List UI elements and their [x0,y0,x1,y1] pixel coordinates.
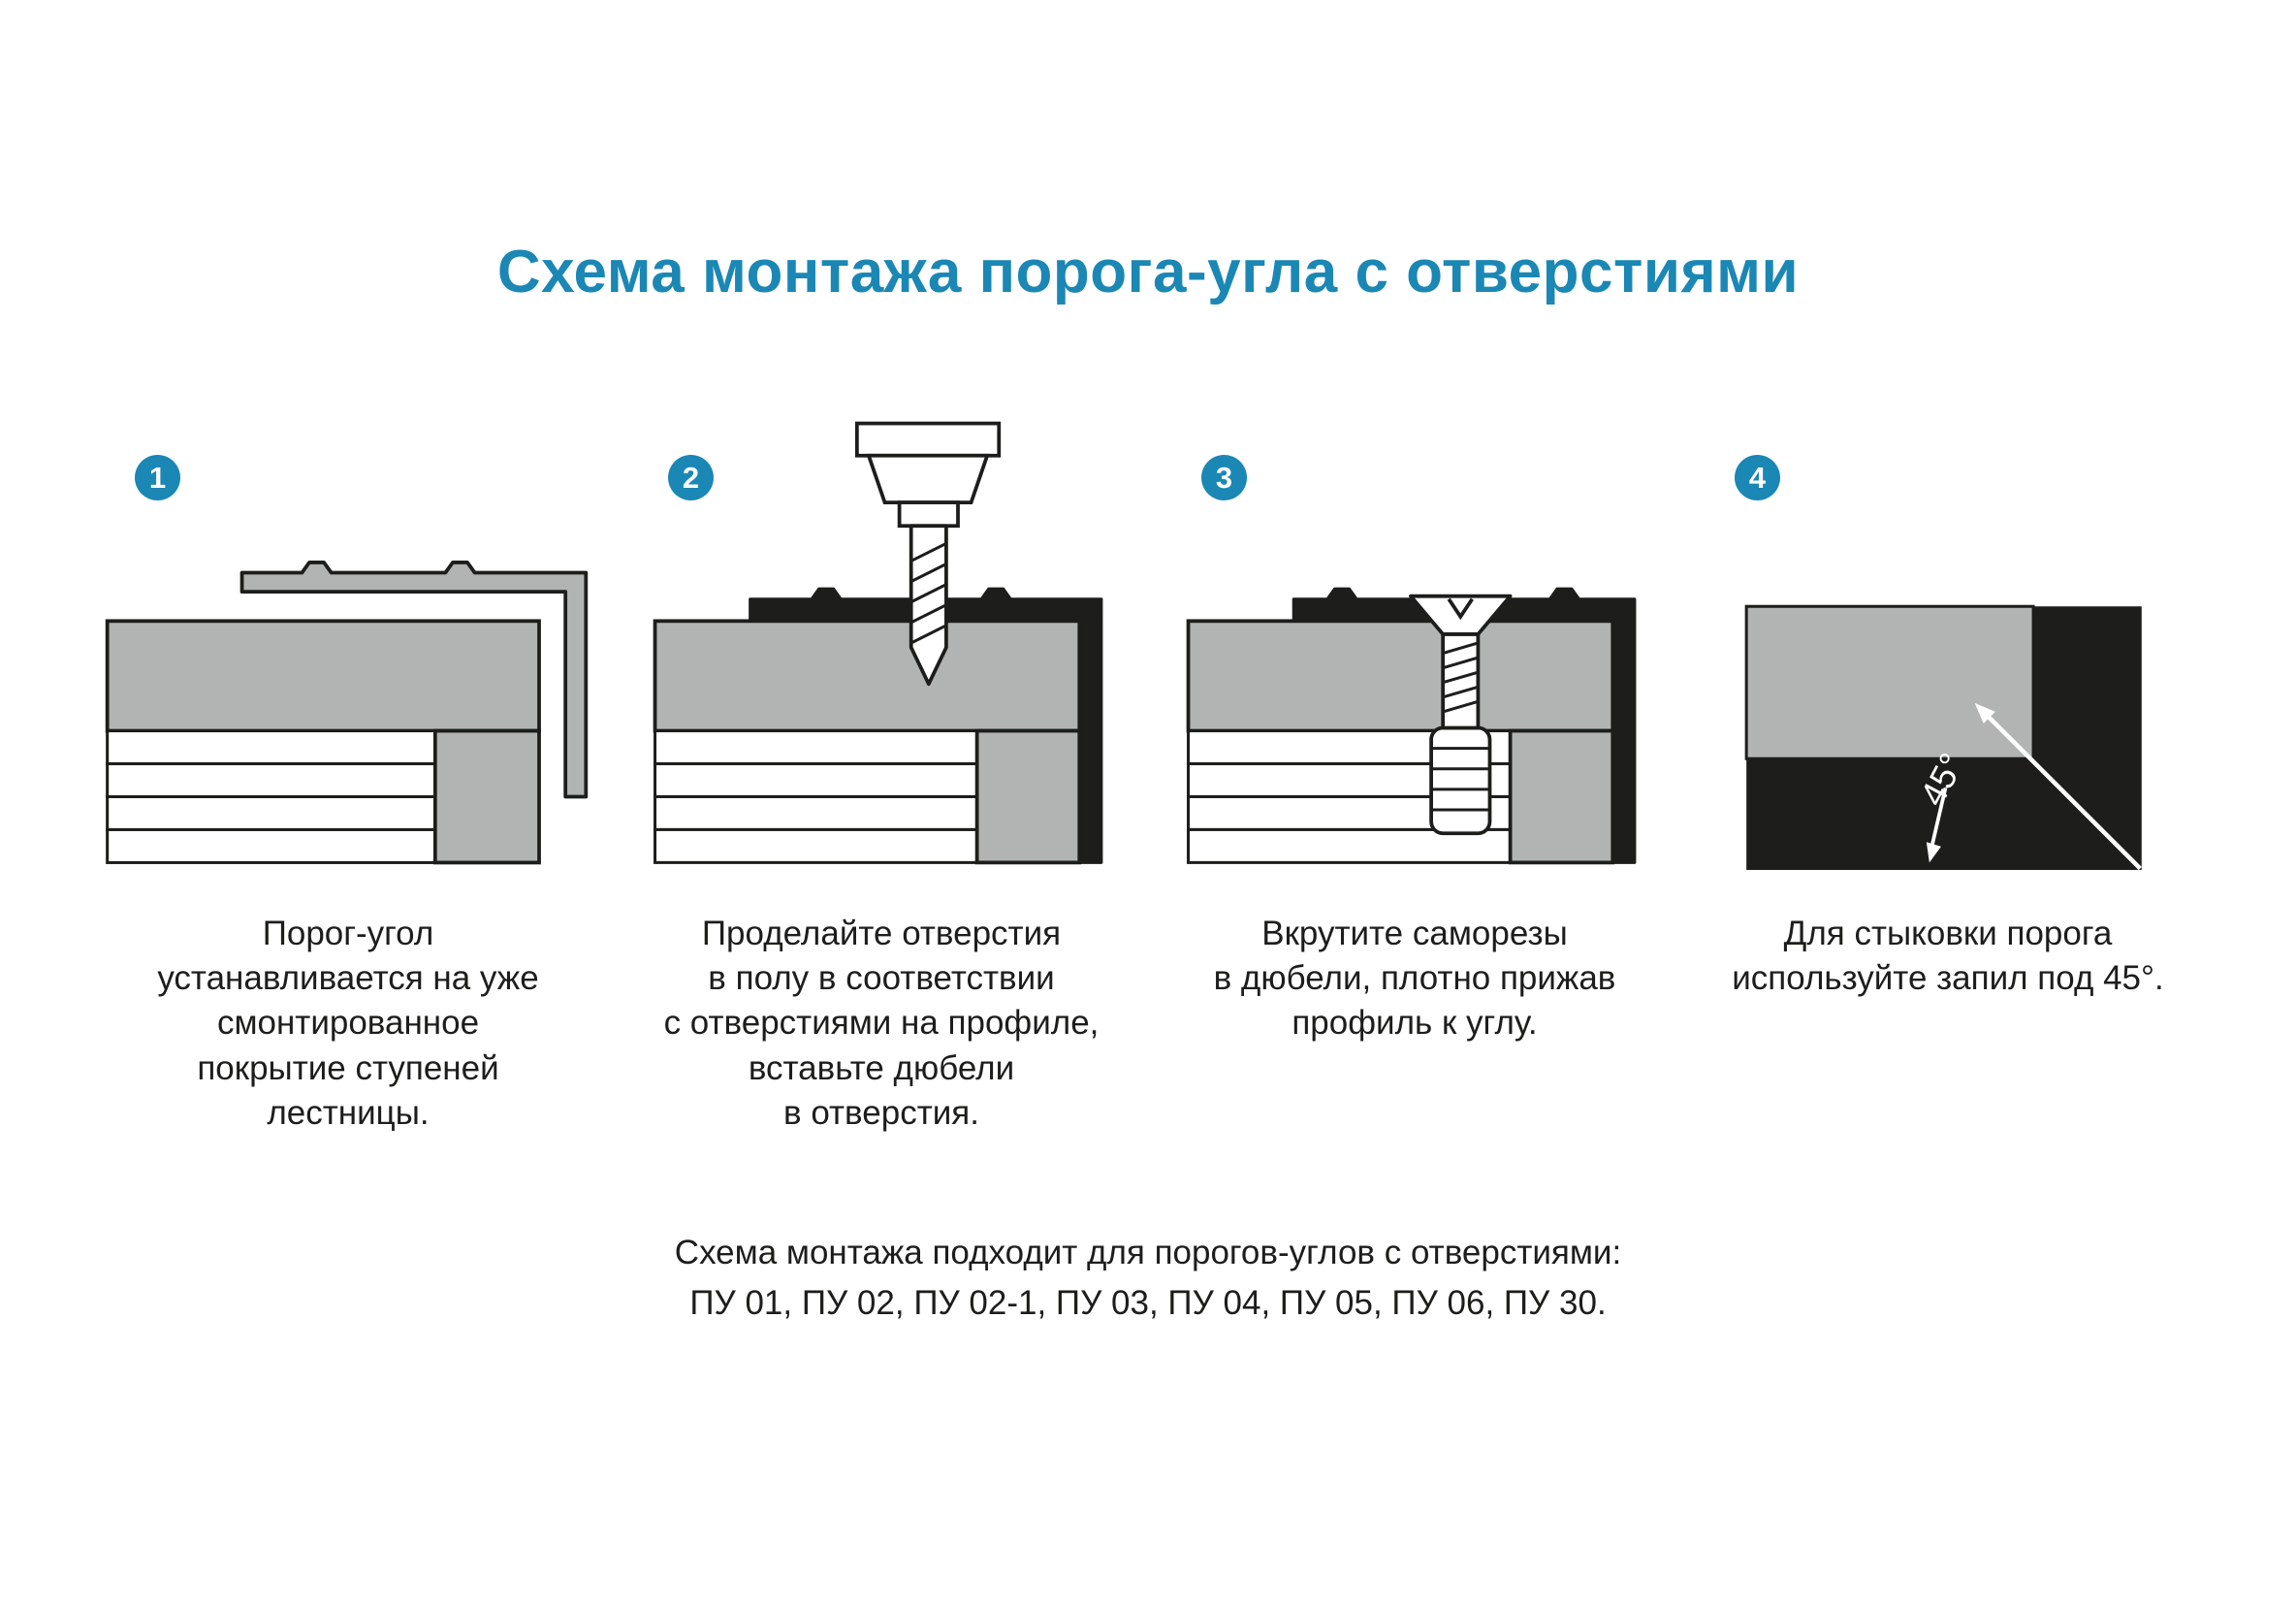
footer-line-1: Схема монтажа подходит для порогов-углов… [674,1233,1622,1271]
step-1-caption: Порог-угол устанавливается на уже смонти… [157,915,539,1132]
step-side-block [974,728,1081,865]
drill-bit-flutes [909,541,947,645]
step-1-illustration [105,561,589,865]
step-2-number: 2 [682,461,700,495]
step-4-illustration: 45° [1744,604,2142,871]
steps-row: 1 Порог-угол устанавливается на [0,419,2296,1136]
step-side-block [1508,728,1614,865]
step-4: 4 45° Для стыковки порога используйте за… [1701,419,2195,1136]
step-3: 3 [1167,419,1662,1136]
step-1-number: 1 [148,461,167,495]
step-3-number-badge: 3 [1201,455,1247,500]
angle-arrowhead [1926,842,1941,863]
step-1: 1 Порог-угол устанавливается на [101,419,595,1136]
drill-chuck-taper [865,453,990,504]
step-3-number: 3 [1215,461,1233,495]
stair-step [1186,619,1614,865]
miter-line-arrowhead [1974,702,1995,724]
dowel-ribs [1430,747,1489,812]
step-layers [653,729,978,864]
step-3-caption: Вкрутите саморезы в дюбели, плотно прижа… [1213,915,1616,1043]
installed-profile [748,587,1102,864]
stair-step [653,619,1081,865]
step-4-number: 4 [1748,461,1767,495]
step-3-illustration [1186,587,1636,865]
drill-bit [909,524,948,687]
installed-profile [1292,587,1636,864]
step-2-caption: Проделайте отверстия в полу в соответств… [663,915,1100,1132]
page-title: Схема монтажа порога-угла с отверстиями [496,239,1800,306]
drill-collar [897,500,960,529]
miter-cut-line [1978,707,2142,871]
screw [1408,594,1512,730]
footer-line-2: ПУ 01, ПУ 02, ПУ 02-1, ПУ 03, ПУ 04, ПУ … [689,1284,1607,1323]
dowel [1428,725,1491,836]
threshold-surface [1744,604,2035,760]
footer-note: Схема монтажа подходит для порогов-углов… [0,1228,2296,1330]
step-4-caption: Для стыковки порога используйте запил по… [1732,915,2164,998]
step-4-number-badge: 4 [1735,455,1780,500]
miter-top-view: 45° [1744,604,2142,871]
step-covering [105,619,541,733]
corner-profile [239,561,589,799]
step-1-number-badge: 1 [135,455,180,500]
step-2-number-badge: 2 [668,455,714,500]
drill-illustration [854,421,1001,687]
angle-leader-line [1929,788,1947,852]
step-side-block [432,728,541,865]
stair-step [105,619,541,865]
screw-threads [1442,641,1479,714]
screw-cross-slot [1447,597,1474,621]
step-2: 2 [634,419,1129,1136]
step-covering [1186,619,1614,733]
step-covering [653,619,1081,733]
drill-chuck-top [854,421,1001,458]
step-layers [106,729,437,864]
step-2-illustration [653,421,1102,865]
